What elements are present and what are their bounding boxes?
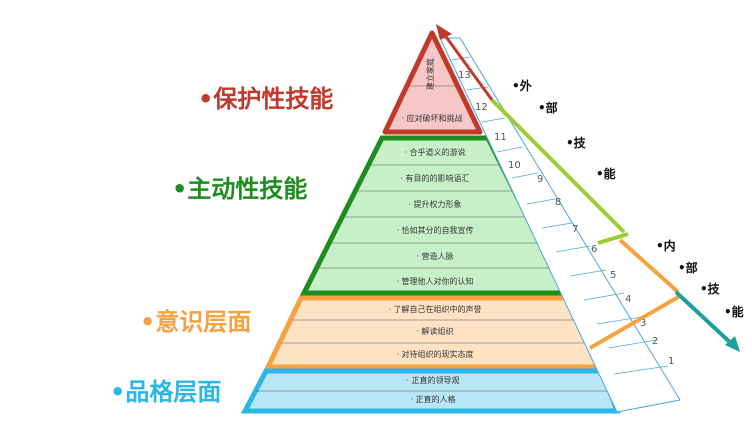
ladder-number: 4 — [625, 294, 631, 305]
internal-skills-char: •内 — [656, 238, 676, 253]
external-skills-char: •能 — [596, 166, 616, 181]
external-skills-char: •技 — [566, 135, 587, 150]
internal-skills-char: •能 — [724, 304, 744, 319]
row-text: · 提升权力形象 — [408, 199, 461, 209]
row-text: · 管理他人对你的认知 — [396, 276, 473, 286]
row-text: · 应对破坏和挑战 — [401, 113, 462, 123]
ladder-number: 9 — [537, 174, 543, 185]
internal-skills-char: •部 — [678, 260, 698, 275]
ladder-number: 6 — [591, 244, 597, 255]
internal-arrowhead — [725, 336, 740, 352]
ladder-number: 10 — [508, 160, 521, 171]
row-text: · 有目的的影响语汇 — [400, 173, 469, 183]
row-text: · 恰如其分的自我宣传 — [396, 225, 473, 235]
row-text: · 了解自己在组织中的声誉 — [388, 304, 481, 314]
ladder-number: 1 — [668, 356, 674, 367]
row-text: · 对待组织的现实态度 — [396, 349, 473, 359]
external-arrowhead — [436, 24, 452, 40]
external-skills-char: •部 — [538, 100, 558, 115]
ladder-number: 12 — [475, 102, 488, 113]
ladder-number: 7 — [572, 224, 578, 235]
ladder-number: 5 — [610, 270, 616, 281]
row-text: · 正直的领导观 — [406, 375, 459, 385]
external-arrow-red — [442, 33, 494, 101]
label-awareness-level: •意识层面 — [140, 308, 251, 336]
row-text: 建立家庭 — [425, 58, 435, 90]
internal-arrow-orange — [618, 238, 680, 294]
layer-protective — [382, 30, 483, 135]
ladder-number: 2 — [652, 336, 658, 347]
row-text: · 合乎道义的游说 — [404, 147, 465, 157]
label-active-skills: •主动性技能 — [172, 175, 307, 203]
ladder-number: 13 — [458, 70, 471, 81]
external-skills-char: •外 — [512, 78, 532, 93]
ladder-number: 8 — [555, 197, 561, 208]
ladder-number: 3 — [640, 318, 646, 329]
label-character-level: •品格层面 — [110, 378, 221, 406]
row-text: · 解读组织 — [416, 326, 453, 336]
row-text: · 营造人脉 — [416, 251, 453, 261]
ladder-number: 11 — [494, 132, 507, 143]
row-text: · 正直的人格 — [410, 394, 455, 404]
label-protective-skills: •保护性技能 — [198, 85, 333, 113]
external-arrow-green — [490, 98, 626, 234]
internal-skills-char: •技 — [700, 281, 721, 296]
internal-arrow-teal — [674, 290, 736, 348]
